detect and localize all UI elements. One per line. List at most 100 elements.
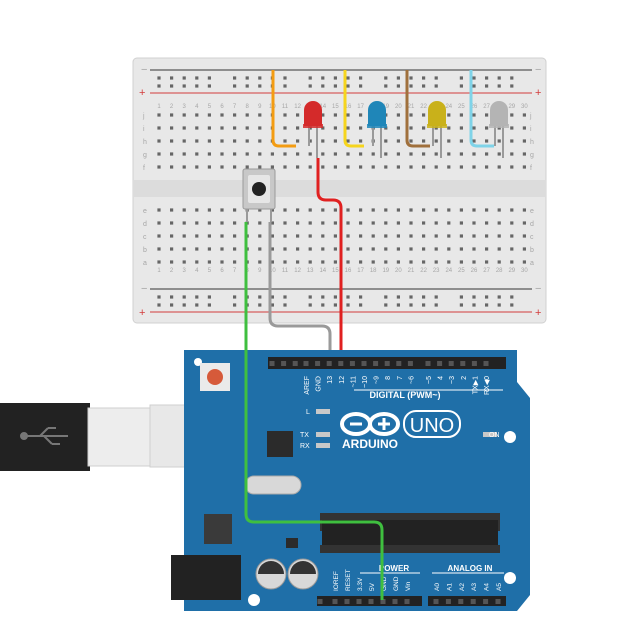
breadboard-hole[interactable] bbox=[296, 113, 300, 117]
orange-wire[interactable] bbox=[271, 70, 296, 148]
breadboard-hole[interactable] bbox=[447, 165, 451, 169]
breadboard-hole[interactable] bbox=[409, 113, 413, 117]
breadboard-hole[interactable] bbox=[384, 208, 388, 212]
breadboard-hole[interactable] bbox=[308, 234, 312, 238]
rail-hole[interactable] bbox=[359, 303, 363, 307]
breadboard-hole[interactable] bbox=[485, 221, 489, 225]
rail-hole[interactable] bbox=[270, 295, 274, 299]
breadboard-hole[interactable] bbox=[472, 126, 476, 130]
power-pin-5[interactable] bbox=[392, 599, 398, 604]
breadboard-hole[interactable] bbox=[220, 152, 224, 156]
push-button-cap[interactable] bbox=[252, 182, 266, 196]
digital-pin-9[interactable] bbox=[407, 361, 413, 366]
rail-hole[interactable] bbox=[157, 303, 161, 307]
breadboard-hole[interactable] bbox=[283, 260, 287, 264]
rail-hole[interactable] bbox=[485, 84, 489, 88]
breadboard-hole[interactable] bbox=[447, 139, 451, 143]
breadboard-hole[interactable] bbox=[296, 247, 300, 251]
analog-pin-1[interactable] bbox=[445, 599, 451, 604]
breadboard-hole[interactable] bbox=[195, 221, 199, 225]
digital-pin-4[interactable] bbox=[349, 361, 355, 366]
power-pin-0[interactable] bbox=[332, 599, 338, 604]
rail-hole[interactable] bbox=[510, 76, 514, 80]
rail-hole[interactable] bbox=[207, 76, 211, 80]
breadboard-hole[interactable] bbox=[459, 221, 463, 225]
breadboard-hole[interactable] bbox=[359, 260, 363, 264]
breadboard-hole[interactable] bbox=[434, 221, 438, 225]
digital-pin-0[interactable] bbox=[303, 361, 309, 366]
breadboard-hole[interactable] bbox=[485, 139, 489, 143]
breadboard-hole[interactable] bbox=[157, 247, 161, 251]
rail-hole[interactable] bbox=[485, 303, 489, 307]
power-pin-3[interactable] bbox=[368, 599, 374, 604]
white-led[interactable] bbox=[489, 101, 509, 158]
rail-hole[interactable] bbox=[258, 76, 262, 80]
breadboard-hole[interactable] bbox=[384, 234, 388, 238]
breadboard-hole[interactable] bbox=[459, 260, 463, 264]
rail-hole[interactable] bbox=[245, 76, 249, 80]
breadboard-hole[interactable] bbox=[333, 234, 337, 238]
breadboard-hole[interactable] bbox=[233, 152, 237, 156]
breadboard-hole[interactable] bbox=[485, 113, 489, 117]
breadboard-hole[interactable] bbox=[359, 208, 363, 212]
analog-pin-2[interactable] bbox=[458, 599, 464, 604]
breadboard-hole[interactable] bbox=[233, 165, 237, 169]
rail-hole[interactable] bbox=[170, 84, 174, 88]
digital-pin-14[interactable] bbox=[471, 361, 477, 366]
breadboard-hole[interactable] bbox=[270, 260, 274, 264]
breadboard-hole[interactable] bbox=[220, 221, 224, 225]
breadboard-hole[interactable] bbox=[434, 234, 438, 238]
breadboard-hole[interactable] bbox=[346, 234, 350, 238]
rail-hole[interactable] bbox=[497, 76, 501, 80]
rail-hole[interactable] bbox=[195, 295, 199, 299]
breadboard-hole[interactable] bbox=[245, 152, 249, 156]
rail-hole[interactable] bbox=[182, 76, 186, 80]
breadboard-hole[interactable] bbox=[485, 208, 489, 212]
breadboard-hole[interactable] bbox=[459, 234, 463, 238]
digital-pin-10[interactable] bbox=[425, 361, 431, 366]
breadboard-hole[interactable] bbox=[245, 126, 249, 130]
breadboard-hole[interactable] bbox=[422, 221, 426, 225]
breadboard-hole[interactable] bbox=[472, 165, 476, 169]
rail-hole[interactable] bbox=[497, 84, 501, 88]
breadboard-hole[interactable] bbox=[207, 152, 211, 156]
breadboard-hole[interactable] bbox=[296, 139, 300, 143]
rail-hole[interactable] bbox=[321, 76, 325, 80]
breadboard-hole[interactable] bbox=[333, 113, 337, 117]
breadboard-hole[interactable] bbox=[195, 260, 199, 264]
breadboard-hole[interactable] bbox=[296, 234, 300, 238]
power-pin-nc[interactable] bbox=[317, 599, 323, 604]
breadboard-hole[interactable] bbox=[346, 247, 350, 251]
rail-hole[interactable] bbox=[396, 76, 400, 80]
breadboard-hole[interactable] bbox=[522, 260, 526, 264]
breadboard-hole[interactable] bbox=[308, 247, 312, 251]
breadboard-hole[interactable] bbox=[207, 221, 211, 225]
breadboard-hole[interactable] bbox=[195, 208, 199, 212]
rail-hole[interactable] bbox=[207, 84, 211, 88]
breadboard-hole[interactable] bbox=[422, 247, 426, 251]
yellow-wire[interactable] bbox=[343, 70, 364, 148]
breadboard-hole[interactable] bbox=[472, 208, 476, 212]
red-led[interactable] bbox=[303, 101, 323, 158]
rail-hole[interactable] bbox=[409, 303, 413, 307]
breadboard-hole[interactable] bbox=[497, 139, 501, 143]
rail-hole[interactable] bbox=[422, 84, 426, 88]
breadboard-hole[interactable] bbox=[359, 126, 363, 130]
rail-hole[interactable] bbox=[233, 84, 237, 88]
breadboard-hole[interactable] bbox=[233, 221, 237, 225]
breadboard-hole[interactable] bbox=[283, 234, 287, 238]
breadboard-hole[interactable] bbox=[447, 221, 451, 225]
breadboard-hole[interactable] bbox=[321, 208, 325, 212]
breadboard-hole[interactable] bbox=[207, 208, 211, 212]
breadboard-hole[interactable] bbox=[283, 126, 287, 130]
breadboard-hole[interactable] bbox=[384, 139, 388, 143]
breadboard-hole[interactable] bbox=[359, 234, 363, 238]
breadboard-hole[interactable] bbox=[371, 208, 375, 212]
breadboard-hole[interactable] bbox=[409, 126, 413, 130]
breadboard-hole[interactable] bbox=[359, 139, 363, 143]
breadboard-hole[interactable] bbox=[333, 126, 337, 130]
breadboard-hole[interactable] bbox=[233, 234, 237, 238]
rail-hole[interactable] bbox=[422, 295, 426, 299]
rail-hole[interactable] bbox=[283, 84, 287, 88]
breadboard-hole[interactable] bbox=[321, 152, 325, 156]
